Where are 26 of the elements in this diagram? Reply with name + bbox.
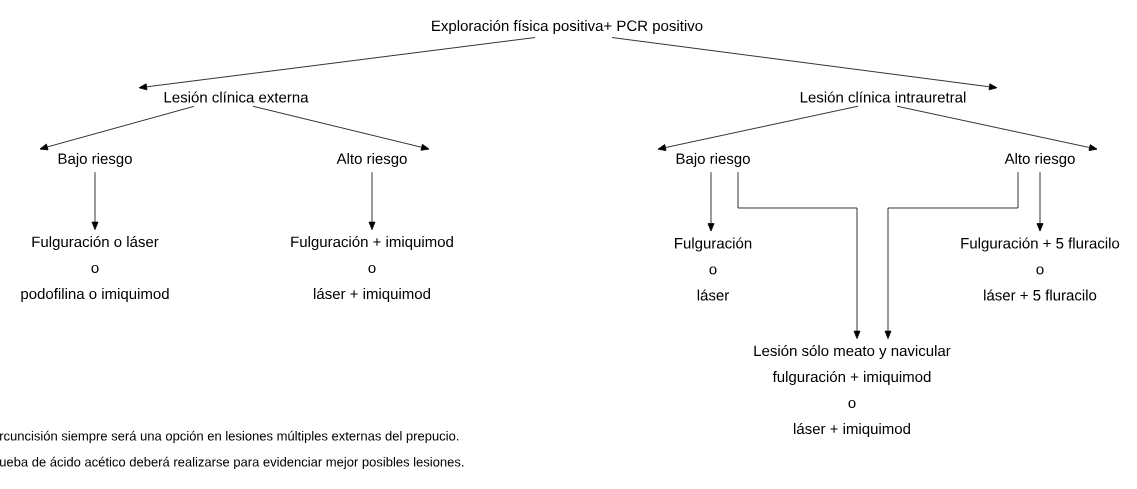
arrow (252, 105, 430, 151)
arrow (707, 171, 715, 232)
arrow (138, 37, 536, 91)
flow-text: Bajo riesgo (58, 153, 132, 167)
flow-text: Lesión clínica externa (164, 91, 309, 103)
flow-text: Fulguración o láser (675, 237, 752, 301)
arrow (737, 171, 861, 339)
arrow (896, 105, 1098, 151)
flow-text: Alto riesgo (336, 153, 407, 167)
flow-text: Lesión clínica intrauretral (800, 91, 966, 103)
footnote-text: rcuncisión siempre será una opción en lesiones múltiples externas del prepucio. (0, 430, 459, 444)
arrow (91, 171, 99, 230)
arrow (657, 105, 859, 151)
arrow (39, 105, 195, 151)
arrow (611, 37, 998, 91)
flow-text: Fulguración + 5 fluracilo o láser + 5 fluracilo (961, 237, 1120, 301)
flow-text: Alto riesgo (1004, 153, 1075, 167)
flow-text: Lesión sólo meato y navicular fulguración + imiquimod o láser + imiquimod (754, 344, 951, 438)
flow-text: Fulguración o láser o podofilina o imiquimod (21, 235, 169, 303)
flow-text: Exploración física positiva+ PCR positivo (432, 19, 703, 35)
footnote-text: ueba de ácido acético deberá realizarse para evidenciar mejor posibles lesiones. (0, 456, 464, 470)
flow-text: Bajo riesgo (676, 153, 750, 167)
flow-text: Fulguración + imiquimod o láser + imiquimod (291, 235, 453, 303)
arrow (368, 171, 376, 230)
arrow (884, 171, 1019, 339)
arrow (1036, 171, 1044, 232)
